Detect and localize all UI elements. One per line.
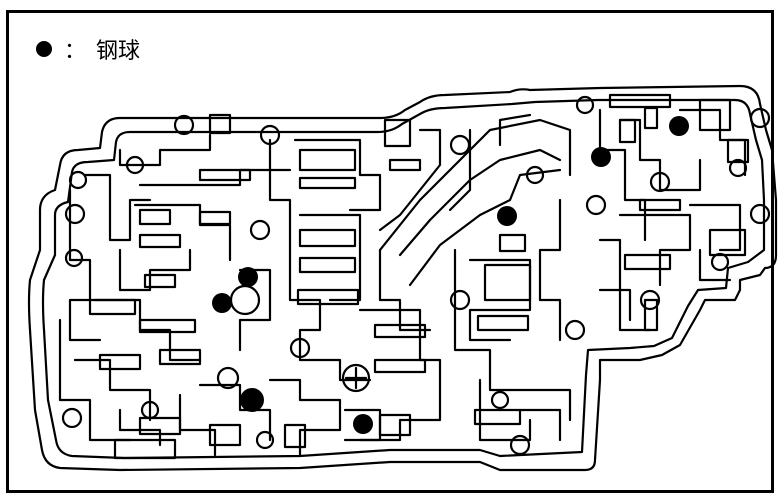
steel-ball bbox=[238, 267, 258, 287]
plate-outline bbox=[27, 84, 778, 472]
steel-ball bbox=[497, 206, 517, 226]
steel-ball bbox=[240, 388, 264, 412]
steel-ball bbox=[212, 293, 232, 313]
steel-ball bbox=[591, 147, 611, 167]
legend: ： 钢球 bbox=[36, 34, 140, 64]
plate-inner-outline bbox=[41, 98, 766, 460]
steel-ball bbox=[669, 116, 689, 136]
diagram-frame bbox=[6, 10, 774, 493]
steel-ball bbox=[353, 414, 373, 434]
legend-separator: ： bbox=[64, 39, 87, 64]
steel-ball-legend-icon bbox=[36, 41, 52, 57]
legend-label: 钢球 bbox=[96, 39, 141, 64]
